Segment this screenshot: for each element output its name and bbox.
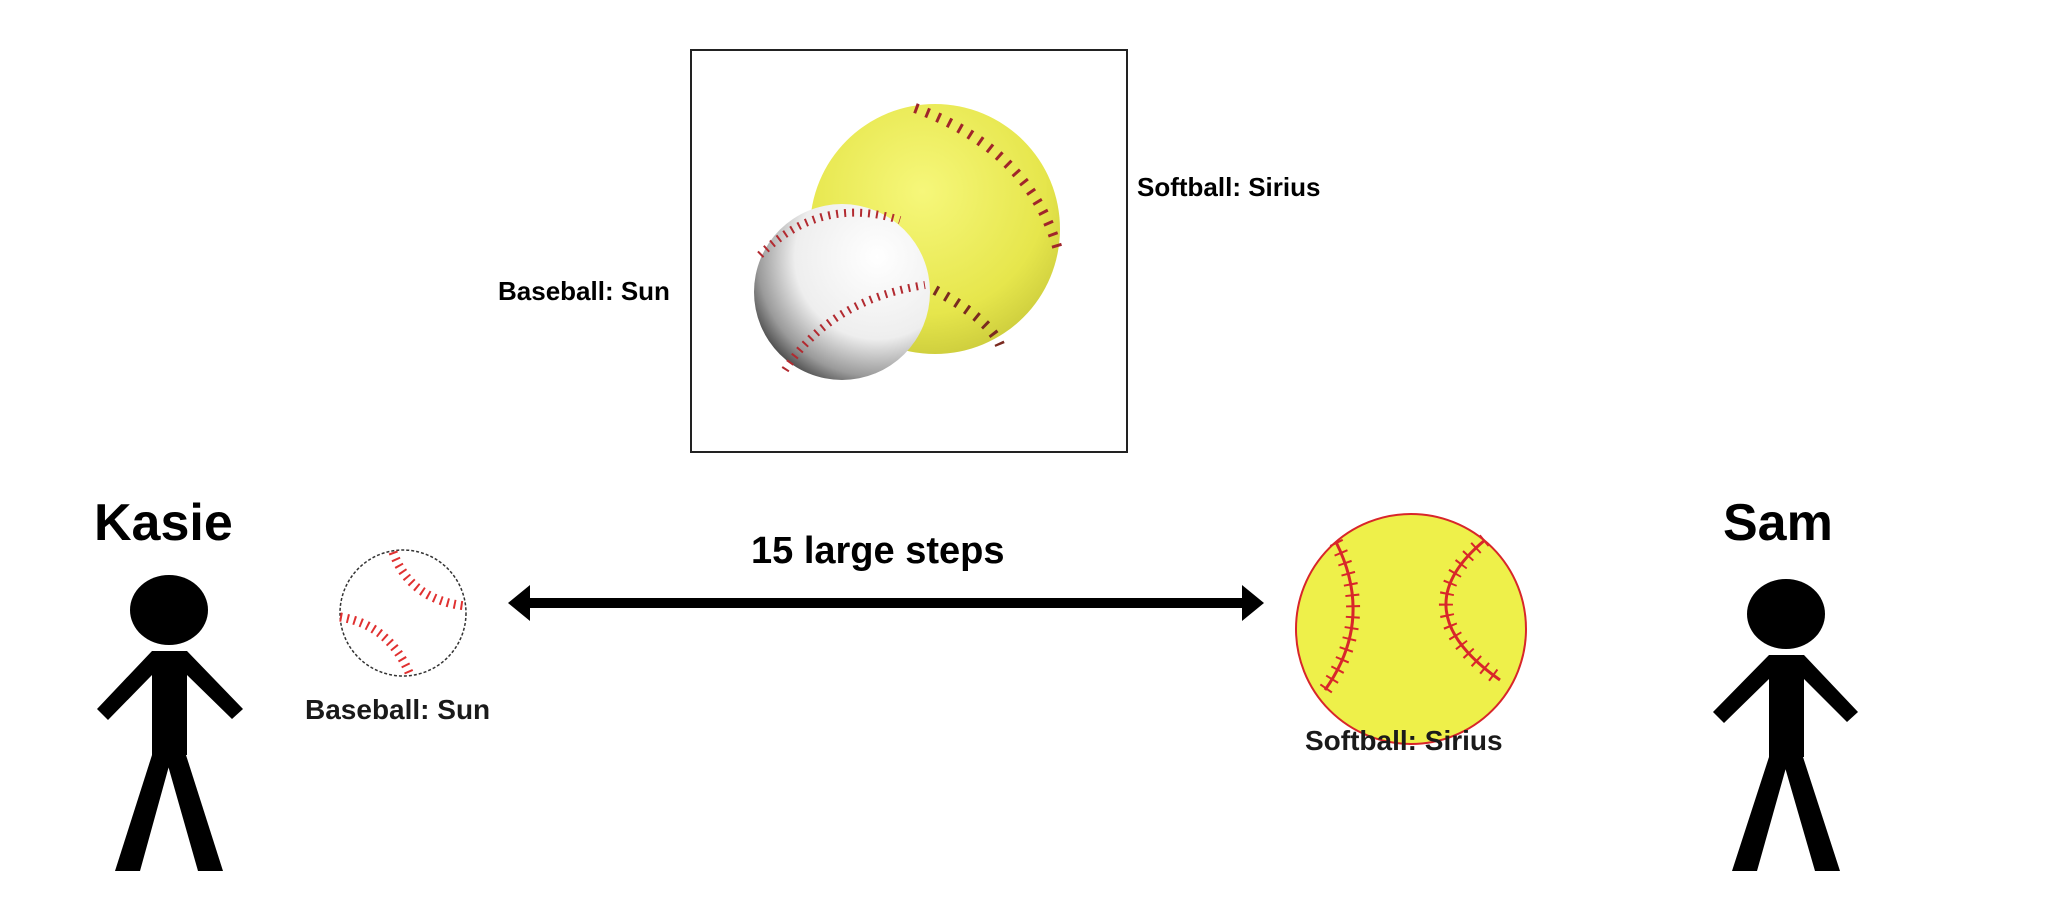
- stick-figure-kasie: [97, 575, 243, 871]
- person-name-sam: Sam: [1723, 494, 1833, 552]
- inset-baseball-label: Baseball: Sun: [498, 276, 670, 306]
- inset-image-box: [690, 49, 1128, 453]
- stick-figure-sam: [1713, 579, 1858, 871]
- double-arrow: [508, 585, 1264, 621]
- person-name-kasie: Kasie: [94, 494, 233, 552]
- inset-softball-label: Softball: Sirius: [1137, 172, 1320, 202]
- baseball-icon: [339, 549, 467, 677]
- baseball-label: Baseball: Sun: [305, 694, 490, 725]
- distance-label: 15 large steps: [751, 530, 1004, 572]
- baseball-3d-icon: [754, 204, 930, 380]
- softball-icon: [1295, 513, 1527, 745]
- softball-label: Softball: Sirius: [1305, 725, 1503, 756]
